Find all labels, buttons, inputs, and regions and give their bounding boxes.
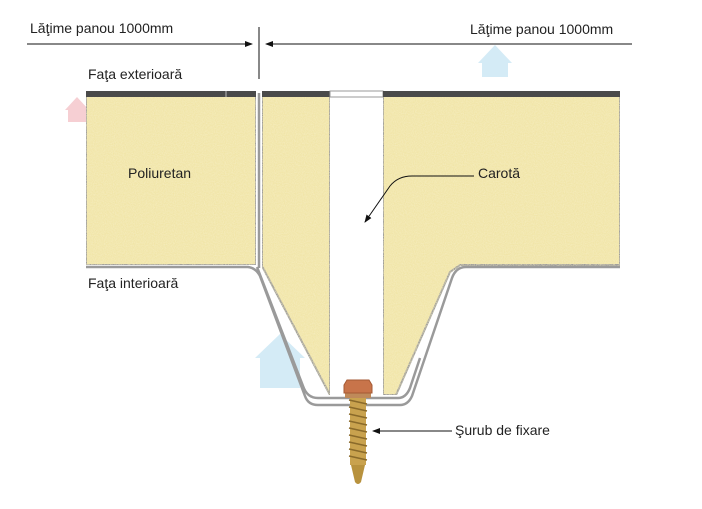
exterior-face-label: Faţa exterioară: [88, 66, 183, 82]
interior-face-label: Faţa interioară: [88, 275, 179, 291]
insulation-label: Poliuretan: [128, 165, 192, 181]
right-panel: [261, 90, 621, 396]
screw-icon: [343, 379, 373, 484]
right-width-label: Lăţime panou 1000mm: [470, 21, 614, 37]
core-gap-label: Carotă: [478, 165, 521, 181]
fixing-screw-label: Şurub de fixare: [455, 422, 550, 438]
left-width-label: Lăţime panou 1000mm: [30, 20, 174, 36]
house-watermark-icon: [65, 97, 89, 122]
carota-leader-arrow: [364, 175, 474, 223]
dimension-line: [27, 27, 632, 79]
house-watermark-icon: [255, 45, 512, 388]
left-panel: [85, 90, 257, 266]
